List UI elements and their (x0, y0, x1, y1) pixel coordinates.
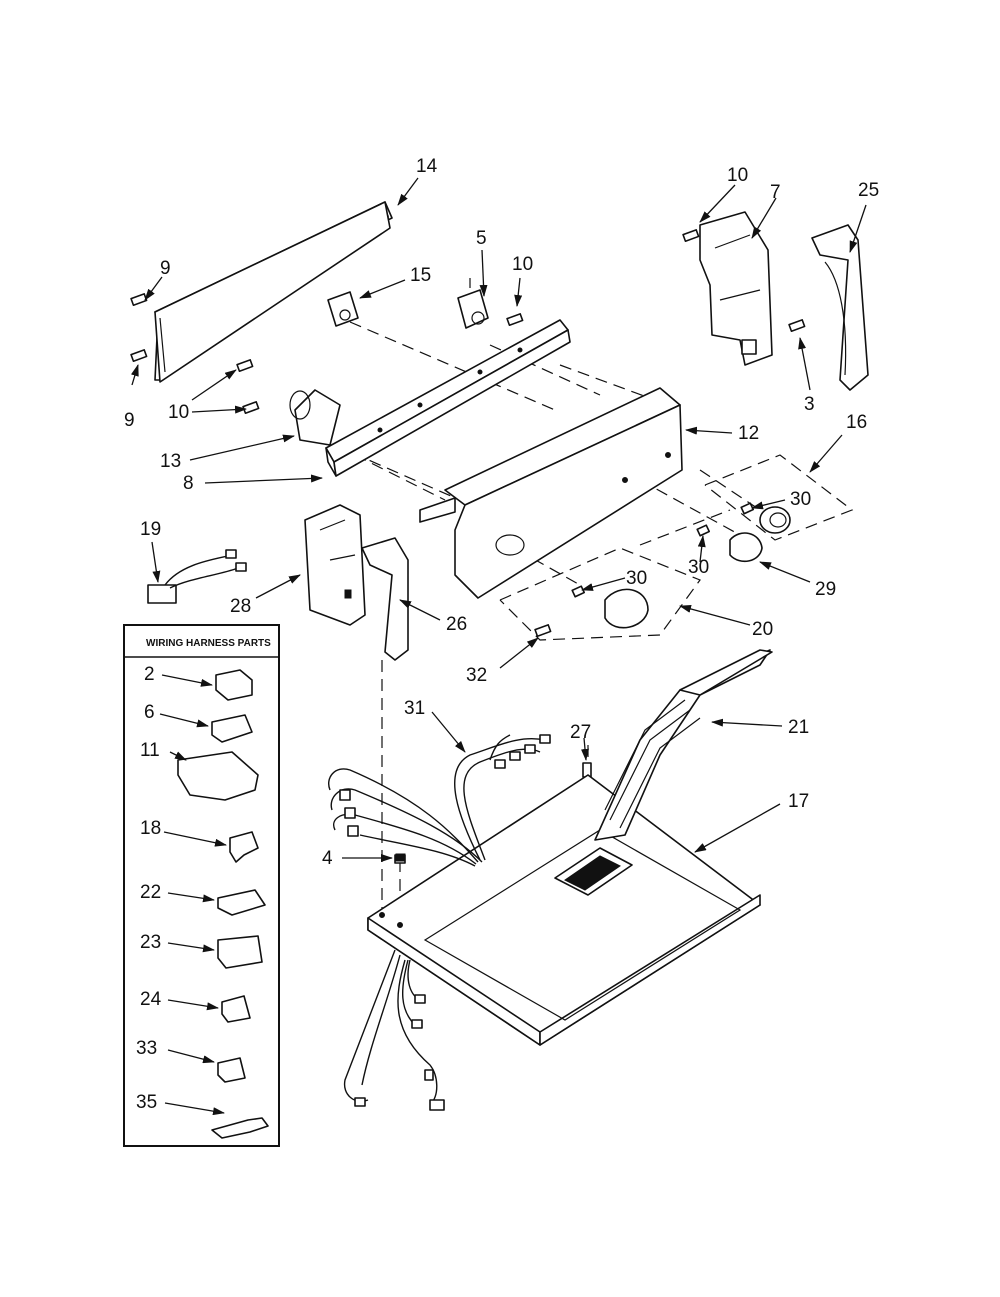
label-35: 35 (136, 1092, 157, 1113)
label-9-lower: 9 (124, 410, 135, 431)
label-4: 4 (322, 848, 333, 869)
left-end-cap-part (304, 504, 366, 626)
label-14: 14 (416, 156, 438, 177)
label-16: 16 (846, 412, 867, 433)
label-33: 33 (136, 1038, 157, 1059)
label-28: 28 (230, 596, 251, 617)
label-3: 3 (804, 394, 815, 415)
label-17: 17 (788, 791, 809, 812)
label-7: 7 (770, 182, 781, 203)
label-23: 23 (140, 932, 161, 953)
label-5: 5 (476, 228, 487, 249)
label-10-top: 10 (727, 165, 748, 186)
timer-part (289, 389, 341, 446)
label-18: 18 (140, 818, 161, 839)
harness-plug-part (147, 549, 247, 604)
leader-lines (131, 177, 867, 1116)
clip-part (395, 853, 406, 862)
label-8: 8 (183, 473, 194, 494)
wiring-harness-parts-box: WIRING HARNESS PARTS (123, 624, 280, 1147)
label-31: 31 (404, 698, 425, 719)
label-2: 2 (144, 664, 155, 685)
end-trim-part (811, 224, 869, 391)
label-32: 32 (466, 665, 487, 686)
switch-parts (327, 278, 489, 329)
lint-screen-part (594, 649, 773, 841)
knobs (571, 502, 791, 629)
label-29: 29 (815, 579, 836, 600)
label-25: 25 (858, 180, 879, 201)
left-trim-part (361, 537, 409, 661)
label-30-left: 30 (626, 568, 647, 589)
label-21: 21 (788, 717, 809, 738)
top-panel-part (367, 774, 761, 1046)
label-30-right: 30 (790, 489, 811, 510)
label-30-middle: 30 (688, 557, 709, 578)
part-number-labels: 14 10 7 25 9 15 5 10 9 10 3 16 12 13 8 3… (124, 156, 879, 1113)
label-13: 13 (160, 451, 181, 472)
label-11: 11 (140, 740, 160, 761)
label-27: 27 (570, 722, 591, 743)
console-housing-part (419, 387, 683, 599)
end-cap-part (699, 211, 773, 366)
label-9-upper: 9 (160, 258, 171, 279)
label-12: 12 (738, 423, 759, 444)
label-24: 24 (140, 989, 162, 1010)
label-10-left: 10 (168, 402, 189, 423)
wire-harness-lower (343, 949, 445, 1111)
label-19: 19 (140, 519, 161, 540)
rear-panel-part (154, 201, 393, 383)
wiring-harness-box-title: WIRING HARNESS PARTS (146, 638, 271, 649)
label-10-middle: 10 (512, 254, 533, 275)
label-26: 26 (446, 614, 467, 635)
label-22: 22 (140, 882, 161, 903)
label-6: 6 (144, 702, 155, 723)
label-15: 15 (410, 265, 431, 286)
console-bracket-part (325, 319, 571, 477)
label-20: 20 (752, 619, 773, 640)
